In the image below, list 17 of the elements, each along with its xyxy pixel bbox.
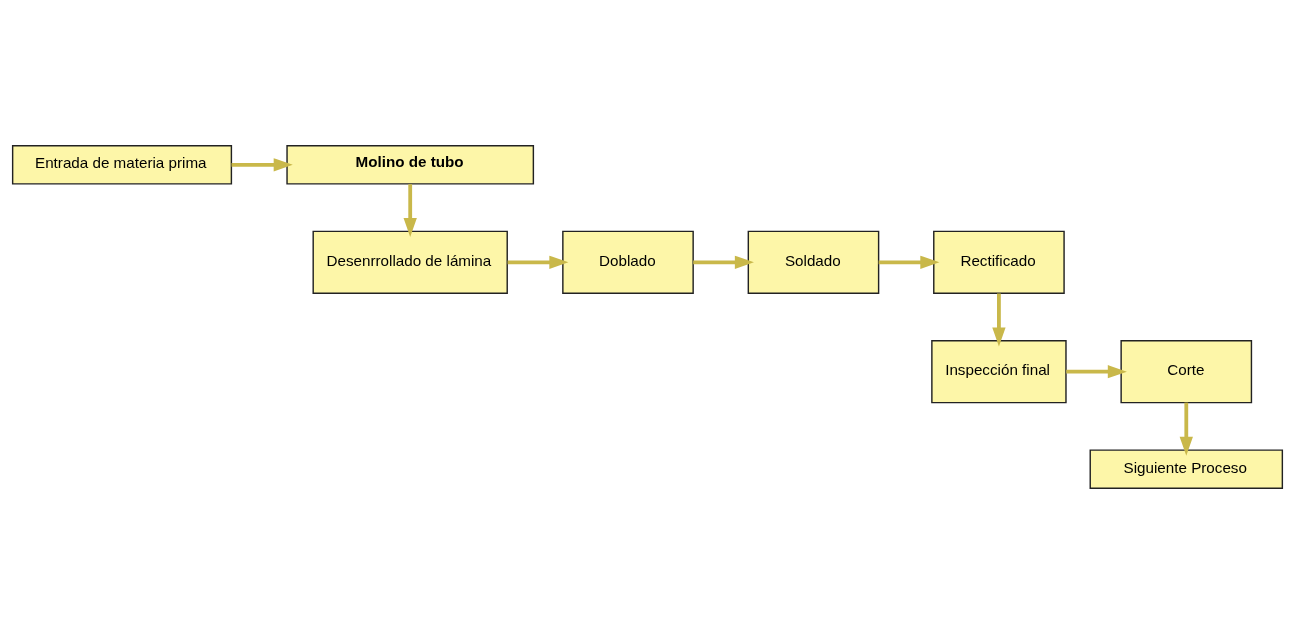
arrow xyxy=(403,184,417,238)
arrow xyxy=(1066,365,1127,379)
arrow xyxy=(507,255,569,269)
node-box: Entrada de materia prima xyxy=(11,145,233,185)
arrow xyxy=(992,293,1006,347)
node-box: Siguiente Proceso xyxy=(1089,449,1284,489)
node-box: Rectificado xyxy=(933,230,1065,294)
node-box: Soldado xyxy=(747,230,880,294)
arrow xyxy=(1179,402,1193,456)
node-box: Doblado xyxy=(562,230,694,294)
node-box: Inspección final xyxy=(931,340,1067,404)
arrow xyxy=(693,255,754,269)
node-box: Corte xyxy=(1120,340,1253,404)
node-box: Molino de tubo xyxy=(286,145,535,185)
arrow xyxy=(231,158,293,172)
node-box: Desenrrollado de lámina xyxy=(312,230,508,294)
arrow xyxy=(878,255,940,269)
